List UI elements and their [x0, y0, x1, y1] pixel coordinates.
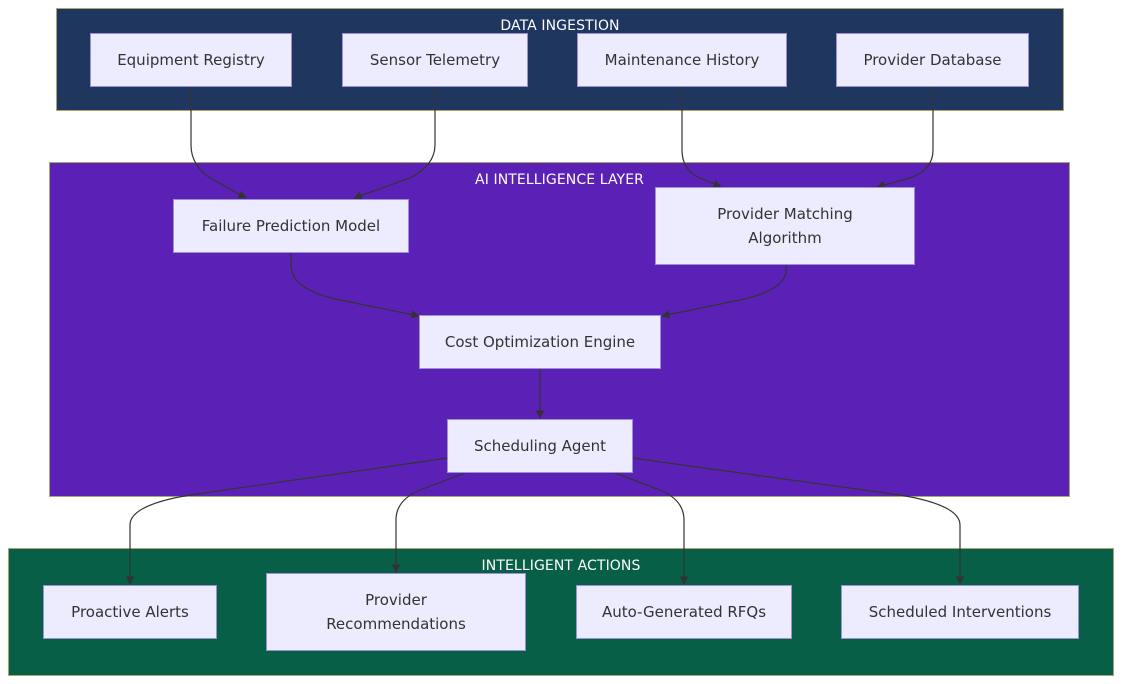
cluster-title-data-ingestion: DATA INGESTION	[500, 18, 620, 34]
node-equipment-registry[interactable]: Equipment Registry	[90, 33, 292, 87]
cluster-title-ai-intelligence-layer: AI INTELLIGENCE LAYER	[475, 172, 644, 188]
edge-provider-matching-to-cost-optimization	[661, 265, 787, 319]
node-provider-recommendations[interactable]: Provider Recommendations	[266, 573, 526, 651]
node-provider-matching-algorithm[interactable]: Provider Matching Algorithm	[655, 187, 915, 265]
edge-equipment-registry-to-failure-prediction	[190, 87, 247, 199]
node-label: Cost Optimization Engine	[444, 333, 636, 351]
cluster-title-intelligent-actions: INTELLIGENT ACTIONS	[481, 558, 641, 574]
node-failure-prediction-model[interactable]: Failure Prediction Model	[173, 199, 409, 253]
node-scheduled-interventions[interactable]: Scheduled Interventions	[841, 585, 1079, 639]
node-label: Provider Matching Algorithm	[717, 205, 853, 247]
node-auto-generated-rfqs[interactable]: Auto-Generated RFQs	[576, 585, 792, 639]
edge-sensor-telemetry-to-failure-prediction	[353, 87, 436, 200]
node-label: Auto-Generated RFQs	[601, 603, 767, 621]
node-proactive-alerts[interactable]: Proactive Alerts	[43, 585, 217, 639]
edge-provider-database-to-provider-matching	[876, 87, 934, 190]
node-maintenance-history[interactable]: Maintenance History	[577, 33, 787, 87]
node-label: Provider Database	[863, 51, 1002, 69]
node-cost-optimization-engine[interactable]: Cost Optimization Engine	[419, 315, 661, 369]
node-label: Scheduled Interventions	[868, 603, 1052, 621]
node-label: Proactive Alerts	[71, 603, 189, 621]
edge-scheduling-agent-to-scheduled-interventions	[631, 457, 965, 585]
node-scheduling-agent[interactable]: Scheduling Agent	[447, 419, 633, 473]
node-provider-database[interactable]: Provider Database	[836, 33, 1029, 87]
edge-failure-prediction-to-cost-optimization	[290, 253, 420, 319]
node-label: Scheduling Agent	[473, 437, 607, 455]
node-label: Provider Recommendations	[326, 591, 466, 633]
edge-scheduling-agent-to-provider-recommendations	[391, 472, 466, 573]
node-sensor-telemetry[interactable]: Sensor Telemetry	[342, 33, 528, 87]
edge-scheduling-agent-to-proactive-alerts	[125, 457, 449, 585]
edge-maintenance-history-to-provider-matching	[681, 87, 722, 188]
node-label: Failure Prediction Model	[201, 217, 381, 235]
edge-scheduling-agent-to-auto-rfqs	[614, 472, 689, 585]
node-label: Equipment Registry	[117, 51, 265, 69]
node-label: Sensor Telemetry	[369, 51, 501, 69]
node-label: Maintenance History	[604, 51, 760, 69]
